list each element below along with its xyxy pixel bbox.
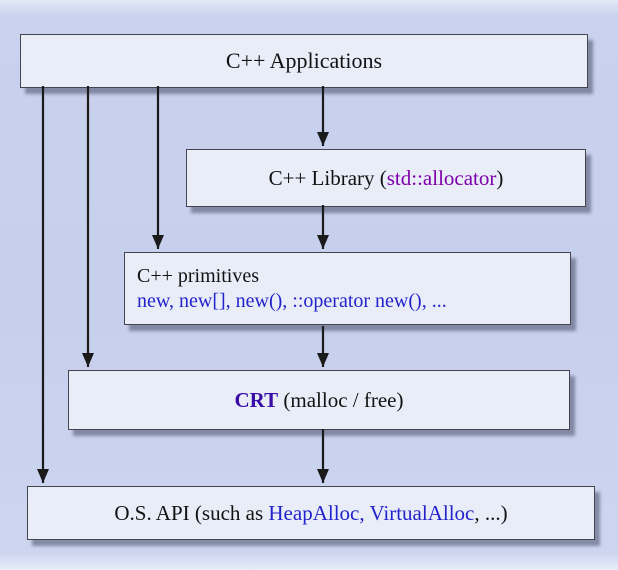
cpp-library-suffix: ) bbox=[496, 165, 504, 190]
crt-rest-text: (malloc / free) bbox=[278, 387, 404, 412]
box-cpp-applications: C++ Applications bbox=[20, 34, 588, 88]
cpp-primitives-operators: new, new[], new(), ::operator new(), ... bbox=[137, 289, 447, 312]
heapalloc-text: HeapAlloc bbox=[268, 500, 360, 525]
cpp-library-label: C++ Library (std::allocator) bbox=[269, 165, 504, 191]
crt-name-text: CRT bbox=[234, 387, 279, 412]
virtualalloc-text: VirtualAlloc bbox=[369, 500, 475, 525]
box-os-api: O.S. API (such as HeapAlloc, VirtualAllo… bbox=[27, 486, 595, 540]
crt-label: CRT (malloc / free) bbox=[235, 387, 404, 413]
box-crt: CRT (malloc / free) bbox=[68, 370, 570, 430]
box-cpp-library: C++ Library (std::allocator) bbox=[186, 149, 586, 207]
os-api-separator: , bbox=[359, 500, 370, 525]
cpp-applications-label: C++ Applications bbox=[225, 48, 383, 74]
os-api-prefix: O.S. API (such as bbox=[114, 500, 269, 525]
std-allocator-text: std::allocator bbox=[386, 165, 497, 190]
os-api-label: O.S. API (such as HeapAlloc, VirtualAllo… bbox=[114, 500, 507, 526]
cpp-primitives-title: C++ primitives bbox=[137, 264, 260, 287]
cpp-library-prefix: C++ Library ( bbox=[268, 165, 387, 190]
os-api-suffix: , ...) bbox=[474, 500, 508, 525]
box-cpp-primitives: C++ primitives new, new[], new(), ::oper… bbox=[124, 252, 571, 325]
